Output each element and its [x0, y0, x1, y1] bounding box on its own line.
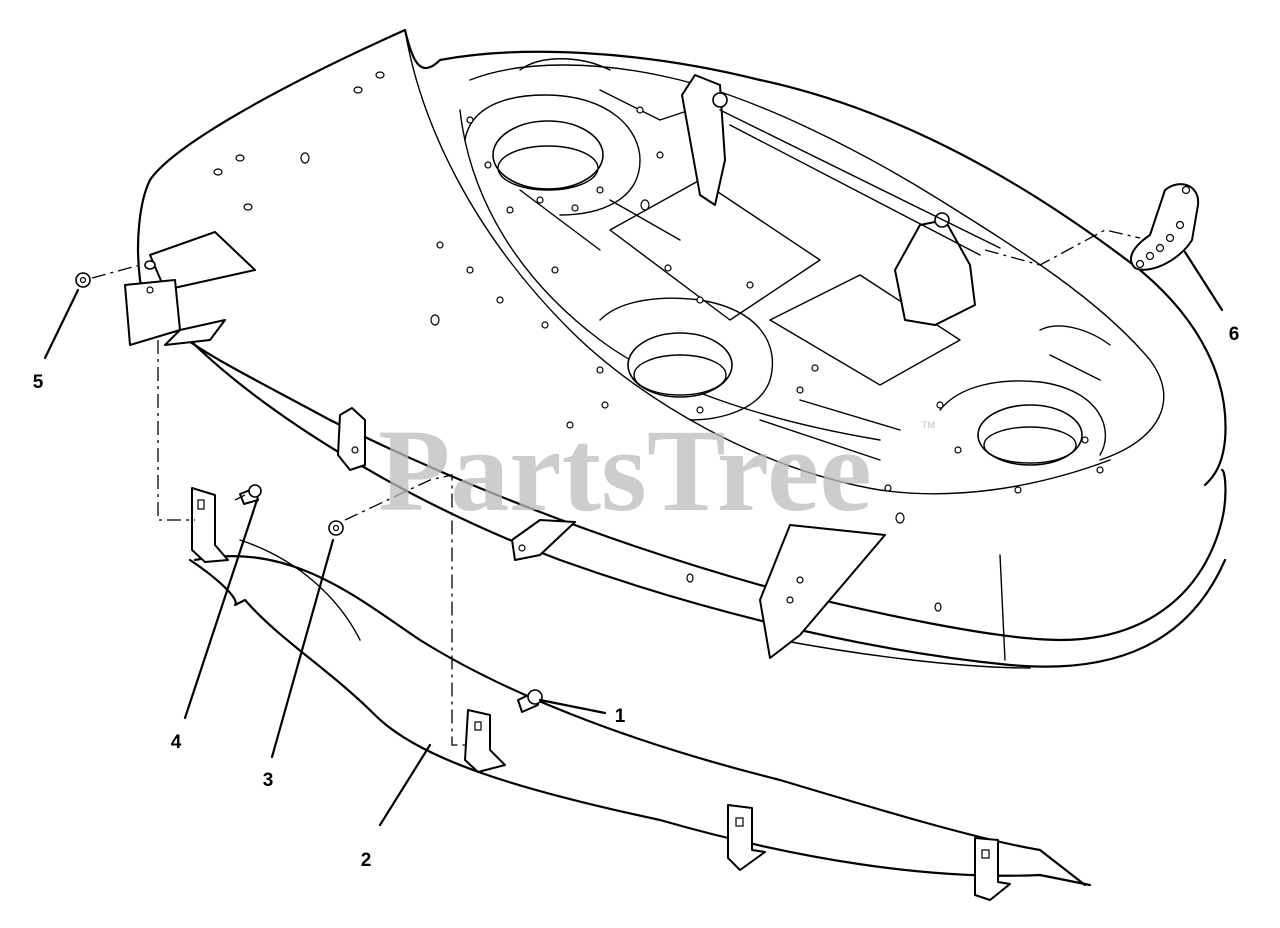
- deck-ribs: [519, 58, 1111, 461]
- side-brackets: [124, 231, 886, 659]
- hardware-bolt-1: [517, 689, 543, 713]
- lift-link-plate: [1130, 183, 1200, 271]
- parts-tree-watermark: PartsTree TM: [378, 405, 935, 536]
- hardware-washer-5: [144, 260, 156, 270]
- callout-3: 3: [263, 770, 274, 791]
- callout-6: 6: [1229, 324, 1240, 345]
- callout-1: 1: [615, 706, 626, 727]
- watermark-text: PartsTree: [378, 405, 872, 536]
- hardware-nut-3: [328, 520, 344, 536]
- callout-2: 2: [361, 850, 372, 871]
- watermark-trademark: TM: [922, 420, 935, 430]
- callout-labels: 1 2 3 4 5 6: [33, 324, 1240, 871]
- hardware-nut-5: [75, 272, 91, 288]
- deflector-clips: [191, 487, 1011, 901]
- callout-5: 5: [33, 372, 44, 393]
- assembly-lines: [91, 229, 1141, 746]
- deflector-shield: [188, 539, 1092, 887]
- spindle-openings: [464, 94, 1107, 466]
- deck-holes: [213, 71, 1104, 612]
- leader-lines: [43, 250, 1224, 827]
- lift-brackets: [681, 74, 1001, 326]
- callout-4: 4: [171, 732, 182, 753]
- hardware-bolt-4: [239, 484, 262, 505]
